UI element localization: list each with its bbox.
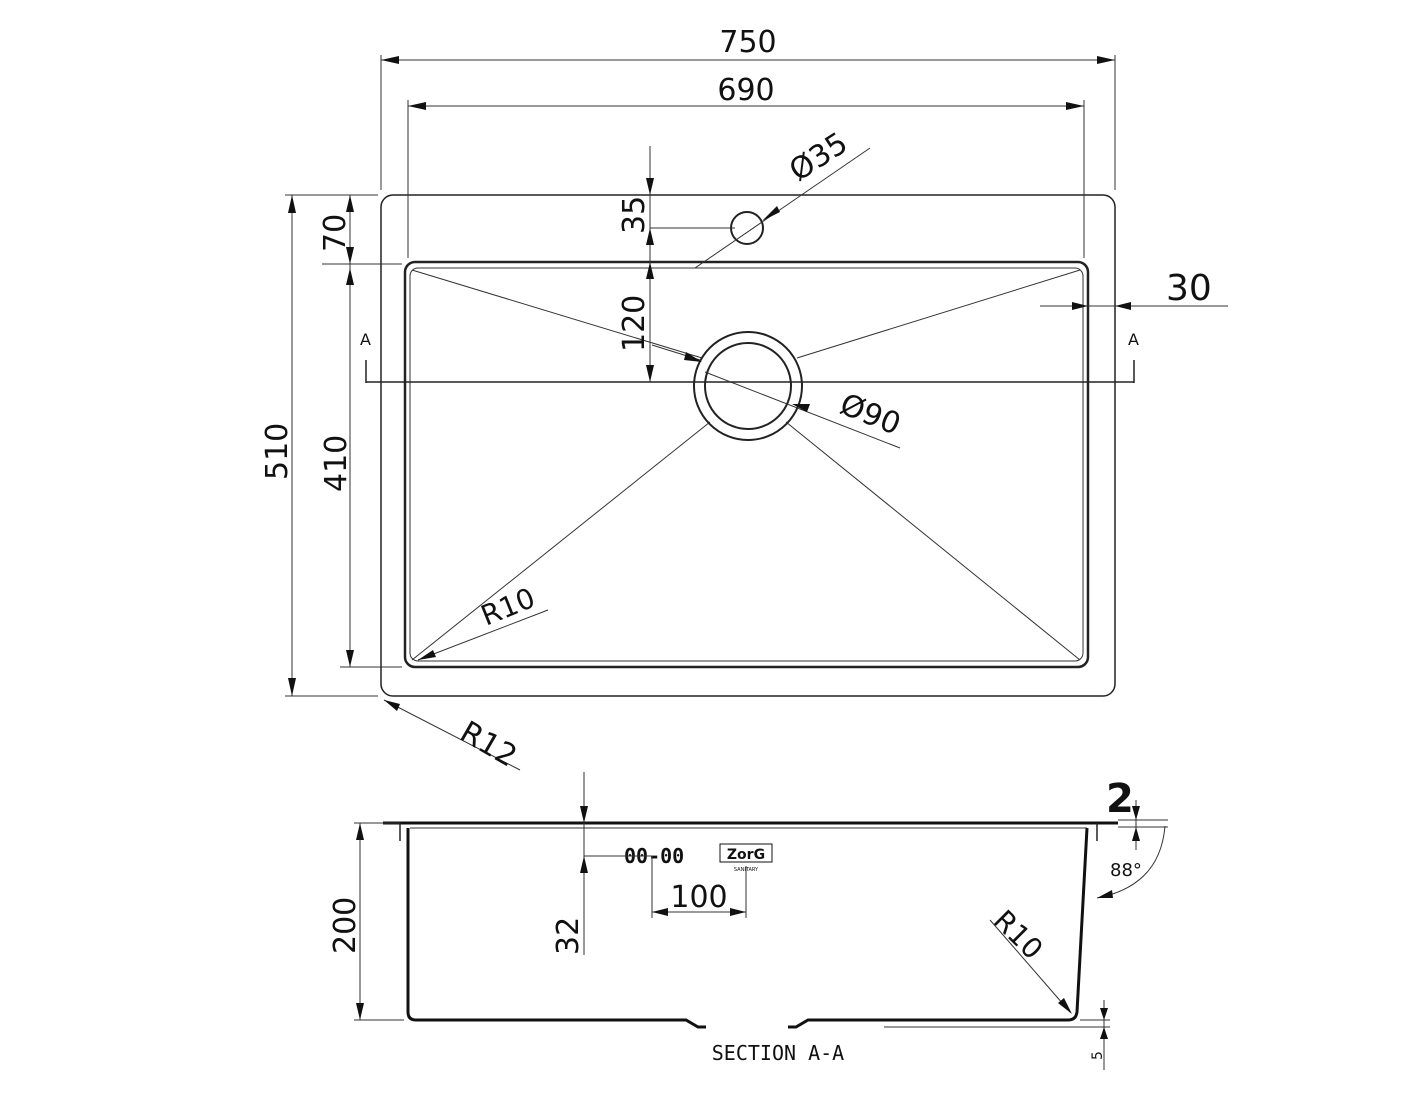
arrow-30-left [1072,302,1088,310]
bowl-inner-outline [409,267,1084,662]
slope-line-top-right [796,269,1081,359]
section-bowl-profile [406,828,706,1029]
dim-drain-offset: 120 [617,295,652,352]
slope-line-bottom-left [411,421,711,661]
drain-outer-circle [693,331,803,441]
sink-outer-outline [380,194,1116,697]
section-marker-right: A [1128,330,1139,349]
dim-overall-width: 750 [719,25,776,60]
arrow-690-left [408,102,426,110]
leader-drain [704,371,901,449]
plan-view: A A 750 690 Ø35 35 120 Ø90 [260,25,1228,774]
dim-bowl-depth: 410 [319,435,354,492]
arrow-100-left [652,908,668,916]
arrow-step-top [1100,1008,1108,1020]
arrow-120-top [646,262,654,279]
dim-wall-angle: 88° [1110,860,1142,881]
arrow-35-top [646,178,654,195]
arrow-510-bottom [288,678,296,696]
leader-inner-radius [417,609,549,661]
bowl-outline [403,260,1090,669]
leader-tap-hole [694,147,871,269]
section-marker-left: A [360,330,371,349]
dim-tap-hole-offset: 35 [617,196,652,234]
brand-logo-text: ZorG [727,847,765,863]
dim-overflow-height: 32 [551,917,586,955]
arrow-angle [1097,890,1113,898]
dim-rim-thickness: 2 [1106,776,1134,822]
dim-section-radius: R10 [987,904,1049,966]
arrow-tap-hole [762,206,780,221]
leader-section-radius [989,919,1071,1013]
section-title: SECTION A-A [712,1041,844,1065]
dim-overall-depth: 510 [260,423,295,480]
slope-line-top-left [411,269,703,359]
dim-outer-radius: R12 [454,715,523,775]
arrow-32-top [580,806,588,823]
dim-bowl-height: 200 [328,897,363,954]
arrow-drain [792,404,810,412]
arrow-inner-radius [418,650,436,660]
dim-side-rim: 30 [1166,268,1212,309]
arrow-35-bottom [646,228,654,245]
arrow-690-right [1066,102,1084,110]
arrow-200-bottom [356,1003,364,1020]
arrow-rim-bottom [1132,827,1140,841]
dim-rear-deck: 70 [318,214,353,252]
slope-line-bottom-right [785,421,1081,661]
arrow-70-top [346,195,354,212]
arrow-70-bottom [346,247,354,264]
arrow-410-top [346,268,354,285]
arrow-outer-radius [384,700,400,711]
dim-tap-hole-dia: Ø35 [783,126,854,189]
arrow-750-left [381,56,399,64]
arrow-drain-center [684,352,702,362]
arrow-section-radius [1058,998,1072,1014]
arrow-510-top [288,195,296,213]
dim-overflow-width: 100 [670,880,727,915]
section-bowl-profile-right [788,827,1089,1029]
section-view: 00-00 ZorG SANITARY 32 100 200 2 [328,772,1168,1070]
arrow-750-right [1097,56,1115,64]
drain-inner-circle [704,342,792,430]
arrow-200-top [356,823,364,840]
arrow-step-bottom [1100,1027,1108,1039]
dim-bottom-step: 5 [1090,1051,1106,1060]
arrow-rim-top [1132,806,1140,820]
arrow-30-right [1115,302,1131,310]
dim-bowl-width: 690 [717,73,774,108]
arrow-120-bottom [646,365,654,382]
leader-outer-radius [383,699,521,771]
tap-hole [730,211,764,245]
arrow-32-bottom [580,856,588,873]
dim-drain-dia: Ø90 [835,387,905,443]
arrow-100-right [730,908,746,916]
dim-inner-radius: R10 [476,581,539,632]
arrow-410-bottom [346,650,354,667]
